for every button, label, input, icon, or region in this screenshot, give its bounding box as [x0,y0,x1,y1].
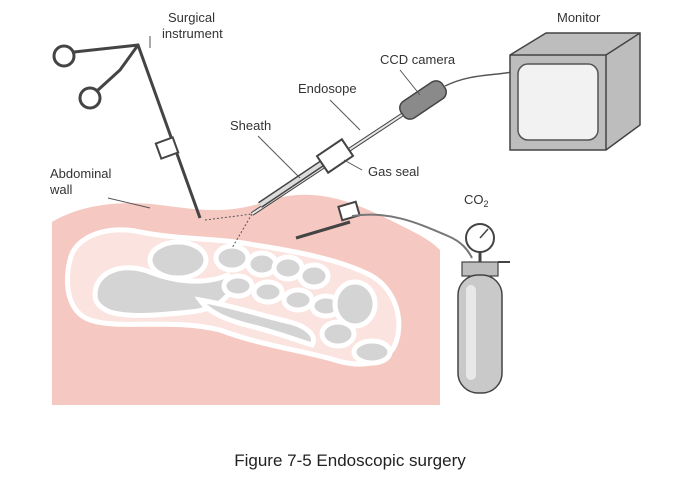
leader-ccd-camera [399,69,421,96]
co2-cylinder-icon [457,261,510,394]
gas-port-icon [295,200,473,259]
label-surgical-instrument-1: Surgical [168,10,215,25]
label-co2-main: CO [464,192,484,207]
label-sheath: Sheath [230,118,271,133]
surgical-instrument-icon [52,43,202,219]
ccd-camera-icon [399,71,513,120]
label-abdominal-wall-2: wall [49,182,73,197]
label-surgical-instrument-2: instrument [162,26,223,41]
abdomen-cross-section [52,194,440,405]
label-ccd-camera: CCD camera [380,52,456,67]
leader-sheath [257,135,301,179]
label-abdominal-wall-1: Abdominal [50,166,112,181]
intestine-loops [92,239,393,366]
figure-caption: Figure 7-5 Endoscopic surgery [234,451,466,470]
label-monitor: Monitor [557,10,601,25]
dotted-trajectory-2 [231,213,253,249]
label-co2-subscript: 2 [484,199,489,209]
endoscope-icon [250,101,422,216]
leader-gas-seal [343,159,363,171]
pressure-gauge-icon [465,223,495,262]
label-co2: CO2 [464,192,489,209]
leader-abdominal-wall [107,197,151,209]
monitor-icon [509,32,641,151]
label-endoscope: Endosope [298,81,357,96]
label-gas-seal: Gas seal [368,164,419,179]
leader-endoscope [329,99,361,131]
